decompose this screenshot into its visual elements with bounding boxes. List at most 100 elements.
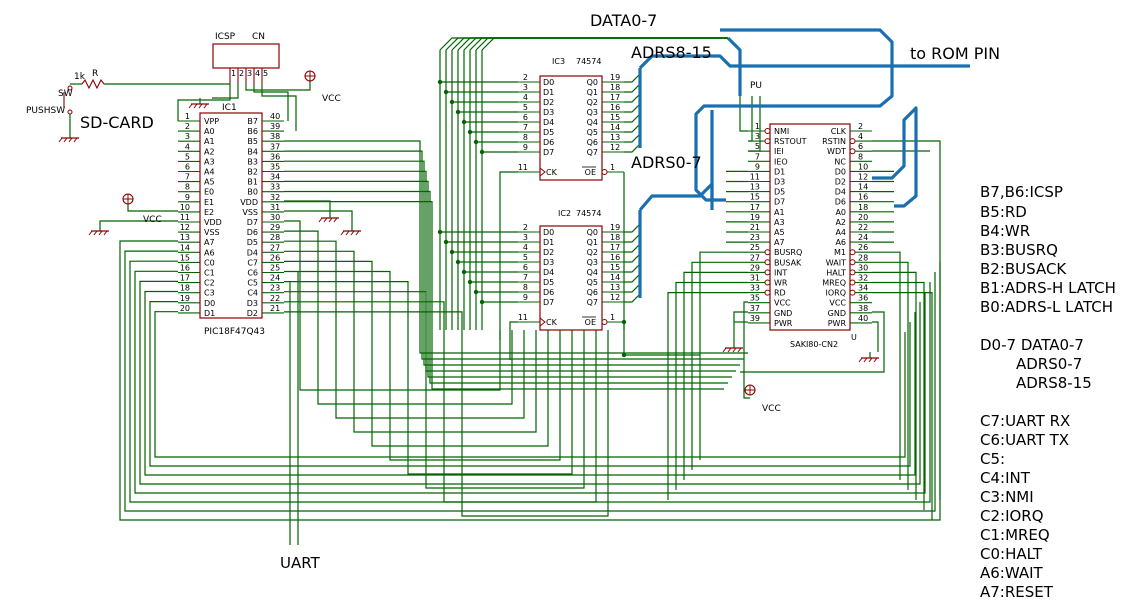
ic3-pin-number: 2 — [523, 73, 528, 82]
ic1-pin-name: A4 — [204, 168, 215, 177]
saki-pin-name: D3 — [774, 178, 785, 187]
ic1-pin-number: 34 — [270, 173, 280, 182]
ic1-pin-number: 29 — [270, 223, 280, 232]
saki-pin-name: D2 — [835, 178, 846, 187]
saki-pin-number: 38 — [858, 304, 868, 313]
ic2-clock-mark — [539, 317, 546, 327]
ic1-part: PIC18F47Q43 — [204, 327, 265, 337]
ic2-pin-number: 2 — [523, 223, 528, 232]
junction-dot — [449, 99, 455, 105]
ground-hatch — [868, 357, 873, 363]
junction-dot — [467, 129, 473, 135]
ic1-pin-name: C5 — [247, 279, 258, 288]
ic1-pin-number: 1 — [185, 112, 190, 121]
saki-pin-number: 4 — [858, 132, 863, 141]
ground-hatch — [355, 230, 360, 236]
ground-hatch — [873, 357, 878, 363]
saki-pin-number: 21 — [750, 223, 760, 232]
bus-line — [726, 36, 742, 96]
saki-pin-name: RSTOUT — [774, 137, 807, 146]
ic1-pin-name: B5 — [247, 137, 258, 146]
ic1-pin-name: D6 — [247, 228, 258, 237]
saki-inversion-bubble — [849, 138, 856, 145]
ic1-pin-name: C1 — [204, 269, 215, 278]
legend-line: C4:INT — [980, 469, 1031, 487]
ic2-pin-number: 5 — [523, 253, 528, 262]
ic3-part: 74574 — [576, 57, 601, 66]
ic3-pin-name: CK — [546, 168, 558, 177]
saki-pin-number: 39 — [750, 314, 760, 323]
icsp-pin-number: 2 — [239, 69, 244, 78]
wire — [177, 84, 231, 121]
ic3-pin-number: 15 — [610, 113, 620, 122]
ic1-pin-number: 31 — [270, 203, 280, 212]
ic1-pin-name: VDD — [204, 218, 222, 227]
wire — [624, 113, 641, 123]
saki-pin-name: A0 — [835, 208, 846, 217]
ic1-pin-number: 3 — [185, 132, 190, 141]
junction-dot — [479, 299, 485, 305]
legend-line: A6:WAIT — [980, 564, 1044, 582]
ground-hatch — [198, 103, 203, 109]
wire — [624, 273, 641, 283]
ic1-pin-name: C6 — [247, 269, 258, 278]
ic2-pin-number: 16 — [610, 253, 620, 262]
ic2-pin-name: D7 — [543, 298, 554, 307]
saki-pin-number: 2 — [858, 122, 863, 131]
ic3-pin-name: D2 — [543, 98, 554, 107]
saki-pin-number: 10 — [858, 162, 868, 171]
ic3-pin-number: 3 — [523, 83, 528, 92]
saki-inversion-bubble — [849, 148, 856, 155]
saki-pin-name: A4 — [835, 228, 846, 237]
junction-dot — [621, 319, 627, 325]
saki-pin-name: M1 — [834, 248, 846, 257]
saki-pin-name: A5 — [774, 228, 785, 237]
wire — [743, 301, 750, 399]
ground-hatch — [68, 137, 73, 143]
vcc-label-bottom: VCC — [762, 404, 781, 414]
wire — [99, 220, 178, 225]
wire — [624, 293, 641, 303]
saki-pin-name: RD — [774, 289, 786, 298]
ic1-pin-number: 39 — [270, 122, 280, 131]
ic1-pin-number: 32 — [270, 193, 280, 202]
ic1-pin-number: 4 — [185, 142, 190, 151]
saki-pin-number: 36 — [858, 294, 868, 303]
ic1-pin-number: 37 — [270, 142, 280, 151]
ic1-pin-number: 12 — [180, 223, 190, 232]
ic2-body — [539, 225, 603, 331]
ic3-pin-number: 16 — [610, 103, 620, 112]
junction-dot — [443, 239, 449, 245]
legend-line: B0:ADRS-L LATCH — [980, 298, 1113, 316]
wire — [624, 123, 641, 133]
saki-pin-name: CLK — [831, 127, 847, 136]
junction-dot — [461, 119, 467, 125]
ground-hatch — [328, 217, 333, 223]
ic1-pin-name: B4 — [247, 147, 258, 156]
wire — [624, 233, 641, 243]
ic1-pin-number: 14 — [180, 243, 190, 252]
wire — [623, 172, 700, 356]
wire — [667, 292, 748, 500]
ic1-pin-number: 21 — [270, 304, 280, 313]
saki-pin-name: PWR — [828, 319, 847, 328]
ground-hatch — [73, 137, 78, 143]
wire — [284, 301, 597, 503]
ic3-pin-number: 6 — [523, 113, 528, 122]
legend-line: C5: — [980, 450, 1005, 468]
ground-hatch — [323, 217, 328, 223]
legend-line: C6:UART TX — [980, 431, 1069, 449]
ic3-pin-name: Q0 — [587, 78, 598, 87]
saki-pin-number: 12 — [858, 173, 868, 182]
ic2-pin-name: D4 — [543, 268, 554, 277]
ic1-pin-name: B0 — [247, 188, 258, 197]
ic3-pin-number: 5 — [523, 103, 528, 112]
ic1-pin-number: 36 — [270, 152, 280, 161]
wire — [624, 243, 641, 253]
saki-inversion-bubble — [849, 249, 856, 256]
wire — [699, 251, 748, 460]
legend-line: B5:RD — [980, 203, 1027, 221]
wire — [624, 133, 641, 143]
ic1-pin-number: 23 — [270, 284, 280, 293]
